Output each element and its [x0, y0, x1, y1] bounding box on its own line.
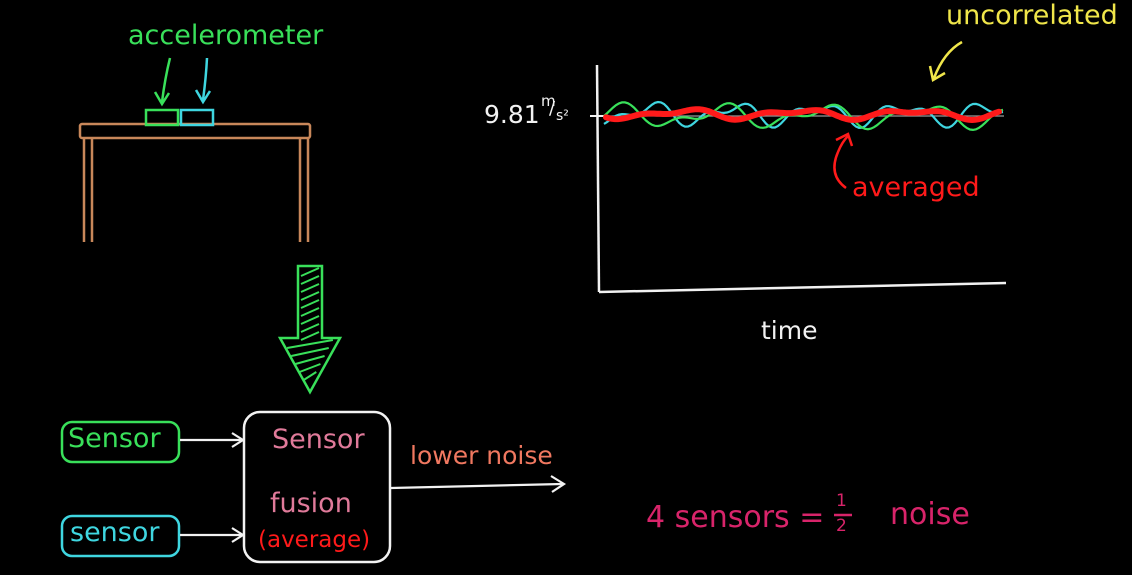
unit-denominator: s² — [556, 108, 569, 124]
arrow-hatch-stroke — [295, 355, 325, 365]
reference-value-label: 9.81 — [484, 100, 540, 129]
accelerometer-green-arrowhead — [153, 91, 171, 107]
arrow-hatch-stroke — [300, 315, 320, 325]
averaged-arrowhead — [835, 132, 854, 147]
arrow-hatch-stroke — [303, 371, 317, 381]
arrow-hatch-stroke — [300, 267, 320, 277]
unit-numerator: m — [541, 92, 556, 110]
equation-rhs: noise — [890, 497, 970, 532]
fusion-average-label: (average) — [258, 527, 371, 553]
fusion-title-line2: fusion — [270, 488, 352, 519]
accelerometer-label: accelerometer — [128, 20, 324, 51]
time-axis-label: time — [761, 316, 818, 345]
arrow-hatch-stroke — [300, 323, 320, 333]
accelerometer-cyan-arrowhead — [194, 89, 212, 105]
arrow-hatch-stroke — [300, 299, 320, 309]
arrow-hatch-stroke — [291, 347, 329, 357]
uncorrelated-arrow — [932, 40, 963, 79]
arrow-hatch-stroke — [300, 307, 320, 317]
sensor-2-label: sensor — [70, 517, 160, 548]
sensor-box-1 — [60, 420, 181, 464]
sensor-1-label: Sensor — [68, 423, 161, 454]
uncorrelated-label: uncorrelated — [946, 0, 1118, 31]
chart-y-axis — [595, 64, 601, 293]
arrow-hatch-stroke — [299, 363, 321, 373]
chart-x-axis — [598, 281, 1007, 294]
arrow-hatch-stroke — [300, 331, 320, 341]
fraction-denominator: 2 — [836, 516, 847, 536]
noise-series-green — [603, 101, 1004, 132]
table — [78, 122, 312, 242]
sensor-box-2 — [60, 514, 181, 558]
uncorrelated-arrowhead — [928, 65, 946, 82]
averaged-arrow — [833, 135, 849, 190]
arrow-hatch-stroke — [300, 291, 320, 301]
accelerometer-cyan-box — [179, 108, 215, 127]
accelerometer-cyan-arrow — [201, 57, 209, 101]
fraction-numerator: 1 — [836, 491, 847, 511]
fusion-output-arrow — [390, 482, 563, 490]
accelerometer-green-box — [144, 108, 180, 127]
unit-slash: / — [549, 98, 556, 119]
equation-lhs: 4 sensors = — [646, 500, 825, 535]
averaged-label: averaged — [852, 172, 980, 203]
arrow-hatch-stroke — [300, 275, 320, 285]
averaged-series — [603, 106, 1002, 123]
chart — [590, 40, 1007, 294]
sensor-fusion-box — [242, 410, 392, 564]
down-arrow — [277, 264, 343, 395]
accelerometer-green-arrow — [160, 57, 172, 103]
lower-noise-label: lower noise — [410, 441, 553, 470]
arrow-hatch-stroke — [300, 283, 320, 293]
block-diagram — [60, 410, 567, 564]
arrow-hatch-stroke — [286, 339, 334, 349]
fusion-title-line1: Sensor — [272, 424, 365, 455]
